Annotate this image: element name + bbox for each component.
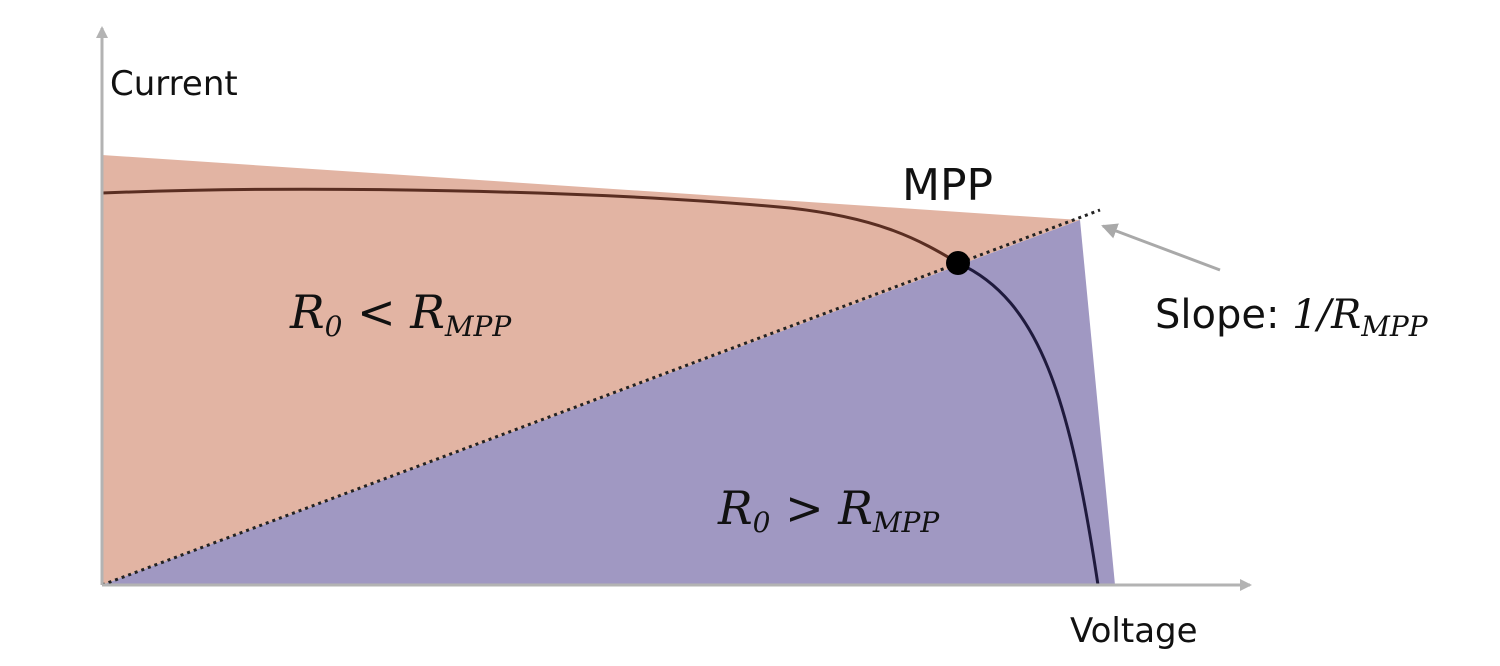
mpp-point — [946, 251, 970, 275]
region-high-label: R0 > RMPP — [717, 481, 940, 539]
region-low-label: R0 < RMPP — [289, 285, 512, 343]
x-axis-label: Voltage — [1070, 611, 1198, 651]
mpp-label: MPP — [902, 160, 993, 211]
slope-arrow — [1101, 223, 1221, 272]
region-high-resistance — [102, 220, 1115, 585]
region-low-resistance — [102, 155, 1080, 585]
iv-curve-lower — [957, 261, 1100, 586]
iv-curve-upper — [101, 187, 959, 265]
load-line — [101, 208, 1101, 587]
slope-label: Slope: 1/RMPP — [1155, 292, 1429, 343]
y-axis-label: Current — [110, 64, 238, 104]
